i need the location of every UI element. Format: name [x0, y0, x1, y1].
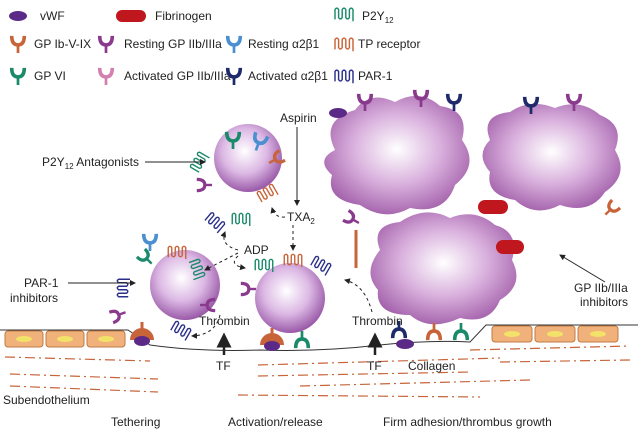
- gp-vi-icon: [9, 66, 27, 87]
- gp-ib-v-ix-icon: [260, 333, 284, 345]
- platelet-tethering: [107, 232, 220, 346]
- label-collagen: Collagen: [408, 359, 455, 373]
- gp-ib-v-ix-icon: [599, 198, 622, 221]
- par1-icon: [203, 211, 227, 234]
- fibrinogen-icon: [116, 10, 146, 22]
- par1-icon: [169, 319, 193, 342]
- label-aspirin: Aspirin: [280, 111, 317, 125]
- tp-receptor-icon: [334, 37, 354, 52]
- legend-fibrinogen: Fibrinogen: [155, 9, 212, 23]
- resting-gp-iib-iiia-icon: [107, 305, 130, 325]
- endothelial-cells-right: [491, 325, 619, 343]
- resting-gp-iib-iiia-icon: [195, 177, 214, 193]
- endothelial-cells-left: [4, 330, 126, 348]
- legend-activated-gp2b3a: Activated GP IIb/IIIa: [124, 69, 231, 83]
- label-subendothelium: Subendothelium: [3, 393, 90, 407]
- vwf-icon: [9, 11, 27, 21]
- gp-vi-icon: [293, 329, 311, 350]
- platelet-activated: [239, 253, 333, 351]
- par1-icon: [334, 69, 354, 84]
- p2y12-icon: [231, 212, 251, 227]
- gp-ib-v-ix-icon: [9, 34, 27, 55]
- stage-firm-adhesion: Firm adhesion/thrombus growth: [383, 415, 552, 429]
- legend: vWF Fibrinogen P2Y12 GP Ib-V-IX Resting …: [9, 7, 420, 87]
- collagen-fibers: [4, 345, 631, 398]
- resting-gp-iib-iiia-icon: [97, 34, 115, 55]
- p2y12-icon: [334, 7, 354, 22]
- vwf-icon: [264, 341, 280, 351]
- legend-tp-receptor: TP receptor: [358, 37, 420, 51]
- label-gp-inhibitors-line1: GP IIb/IIIa: [574, 281, 628, 295]
- vessel-wall: [0, 324, 638, 398]
- label-par1-inhibitors-line2: inhibitors: [10, 291, 58, 305]
- legend-activated-a2b1: Activated α2β1: [248, 69, 328, 83]
- gp-ib-v-ix-icon: [130, 328, 154, 340]
- stage-tethering: Tethering: [111, 415, 160, 429]
- stage-activation-release: Activation/release: [228, 415, 323, 429]
- gp-vi-icon: [135, 247, 158, 270]
- label-tf: TF: [216, 359, 231, 373]
- resting-gp-iib-iiia-icon: [239, 281, 258, 297]
- label-adp: ADP: [244, 243, 269, 257]
- vwf-icon: [396, 339, 414, 349]
- legend-par1: PAR-1: [358, 69, 393, 83]
- legend-gp-vi: GP VI: [34, 69, 66, 83]
- label-p2y12-antagonists: P2Y12 Antagonists: [42, 155, 139, 171]
- legend-p2y12: P2Y12: [362, 9, 394, 25]
- arrows: [68, 127, 606, 355]
- resting-gp-iib-iiia-icon: [341, 208, 364, 230]
- legend-resting-a2b1: Resting α2β1: [248, 37, 320, 51]
- fibrinogen-icon: [496, 240, 524, 254]
- activated-gp-iib-iiia-icon: [97, 66, 115, 87]
- labels: Aspirin P2Y12 Antagonists TXA2 ADP PAR-1…: [3, 111, 628, 429]
- platelet-activating: [188, 124, 287, 234]
- label-thrombin: Thrombin: [352, 314, 403, 328]
- legend-gp-ib: GP Ib-V-IX: [34, 37, 91, 51]
- label-tf: TF: [367, 359, 382, 373]
- label-par1-inhibitors-line1: PAR-1: [24, 276, 59, 290]
- vwf-icon: [329, 108, 347, 118]
- resting-a2b1-icon: [225, 34, 243, 55]
- par1-icon: [116, 278, 131, 298]
- vwf-icon: [134, 336, 150, 346]
- label-txa2: TXA2: [287, 210, 315, 226]
- thrombus-aggregate: [324, 88, 622, 349]
- label-thrombin: Thrombin: [199, 314, 250, 328]
- legend-resting-gp2b3a: Resting GP IIb/IIIa: [124, 37, 222, 51]
- label-gp-inhibitors-line2: inhibitors: [580, 295, 628, 309]
- legend-vwf: vWF: [40, 9, 65, 23]
- fibrinogen-icon: [478, 200, 508, 214]
- gp-ib-v-ix-icon: [425, 321, 443, 342]
- gp-vi-icon: [452, 321, 470, 342]
